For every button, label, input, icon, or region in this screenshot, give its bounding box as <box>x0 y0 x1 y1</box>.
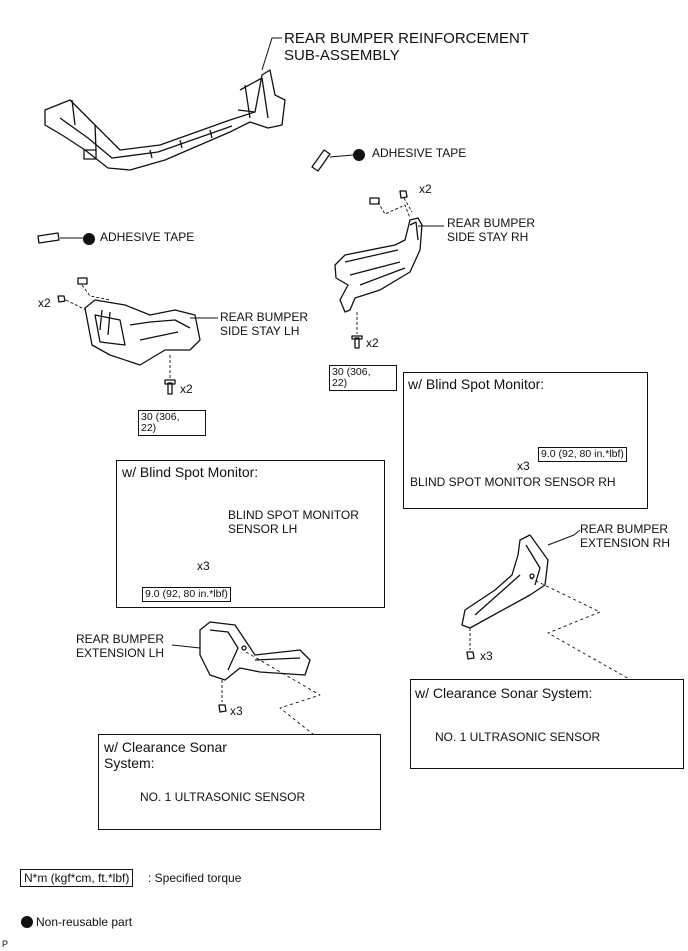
qty-label: x3 <box>517 459 530 473</box>
bsm-lh-panel <box>116 460 385 608</box>
qty-label: x3 <box>480 649 493 663</box>
extension-rh-label: REAR BUMPER EXTENSION RH <box>580 522 671 550</box>
torque-box-rh-stay: 30 (306, 22) <box>329 365 397 391</box>
qty-label: x3 <box>197 559 210 573</box>
bsm-rh-panel <box>403 372 648 509</box>
extension-lh-label: REAR BUMPER EXTENSION LH <box>76 632 165 660</box>
ultrasonic-sensor-rh-label: NO. 1 ULTRASONIC SENSOR <box>435 730 601 744</box>
torque-box-lh-stay: 30 (306, 22) <box>138 410 206 436</box>
adhesive-tape-rh-label: ADHESIVE TAPE <box>372 146 467 160</box>
sonar-lh-title: w/ Clearance Sonar System: <box>104 739 227 771</box>
ultrasonic-sensor-lh-label: NO. 1 ULTRASONIC SENSOR <box>140 790 306 804</box>
torque-legend-box: N*m (kgf*cm, ft.*lbf) <box>20 869 134 887</box>
qty-label: x2 <box>180 382 193 396</box>
side-stay-rh-label: REAR BUMPER SIDE STAY RH <box>447 216 536 244</box>
extension-rh-part <box>461 534 549 629</box>
bsm-sensor-lh-label: BLIND SPOT MONITOR SENSOR LH <box>228 508 359 536</box>
sonar-rh-panel <box>410 679 684 769</box>
side-stay-lh-label: REAR BUMPER SIDE STAY LH <box>220 310 309 338</box>
corner-mark: P <box>2 939 9 949</box>
qty-label: x2 <box>38 296 51 310</box>
torque-box-bsm-lh: 9.0 (92, 80 in.*lbf) <box>142 587 231 602</box>
adhesive-tape-lh-part <box>37 232 60 244</box>
non-reusable-icon <box>83 233 95 245</box>
reinforcement-part <box>44 69 286 171</box>
sonar-lh-panel <box>98 734 381 830</box>
adhesive-tape-lh-label: ADHESIVE TAPE <box>100 230 195 244</box>
bsm-rh-title: w/ Blind Spot Monitor: <box>408 376 545 392</box>
bsm-sensor-rh-label: BLIND SPOT MONITOR SENSOR RH <box>410 475 616 489</box>
side-stay-rh-part <box>334 217 423 313</box>
qty-label: x2 <box>366 336 379 350</box>
torque-legend-text: : Specified torque <box>148 871 242 885</box>
side-stay-lh-part <box>84 299 201 366</box>
qty-label: x3 <box>230 704 243 718</box>
bsm-lh-title: w/ Blind Spot Monitor: <box>122 464 259 480</box>
non-reusable-legend-text: Non-reusable part <box>36 915 133 929</box>
qty-label: x2 <box>419 182 432 196</box>
non-reusable-icon <box>353 149 365 161</box>
extension-lh-part <box>199 621 311 681</box>
adhesive-tape-rh-part <box>311 149 331 172</box>
torque-box-bsm-rh: 9.0 (92, 80 in.*lbf) <box>538 447 627 462</box>
rh-stay-clip <box>369 197 380 205</box>
sonar-rh-title: w/ Clearance Sonar System: <box>415 685 593 701</box>
reinforcement-label: REAR BUMPER REINFORCEMENT SUB-ASSEMBLY <box>284 30 530 64</box>
non-reusable-legend-icon <box>21 916 33 928</box>
